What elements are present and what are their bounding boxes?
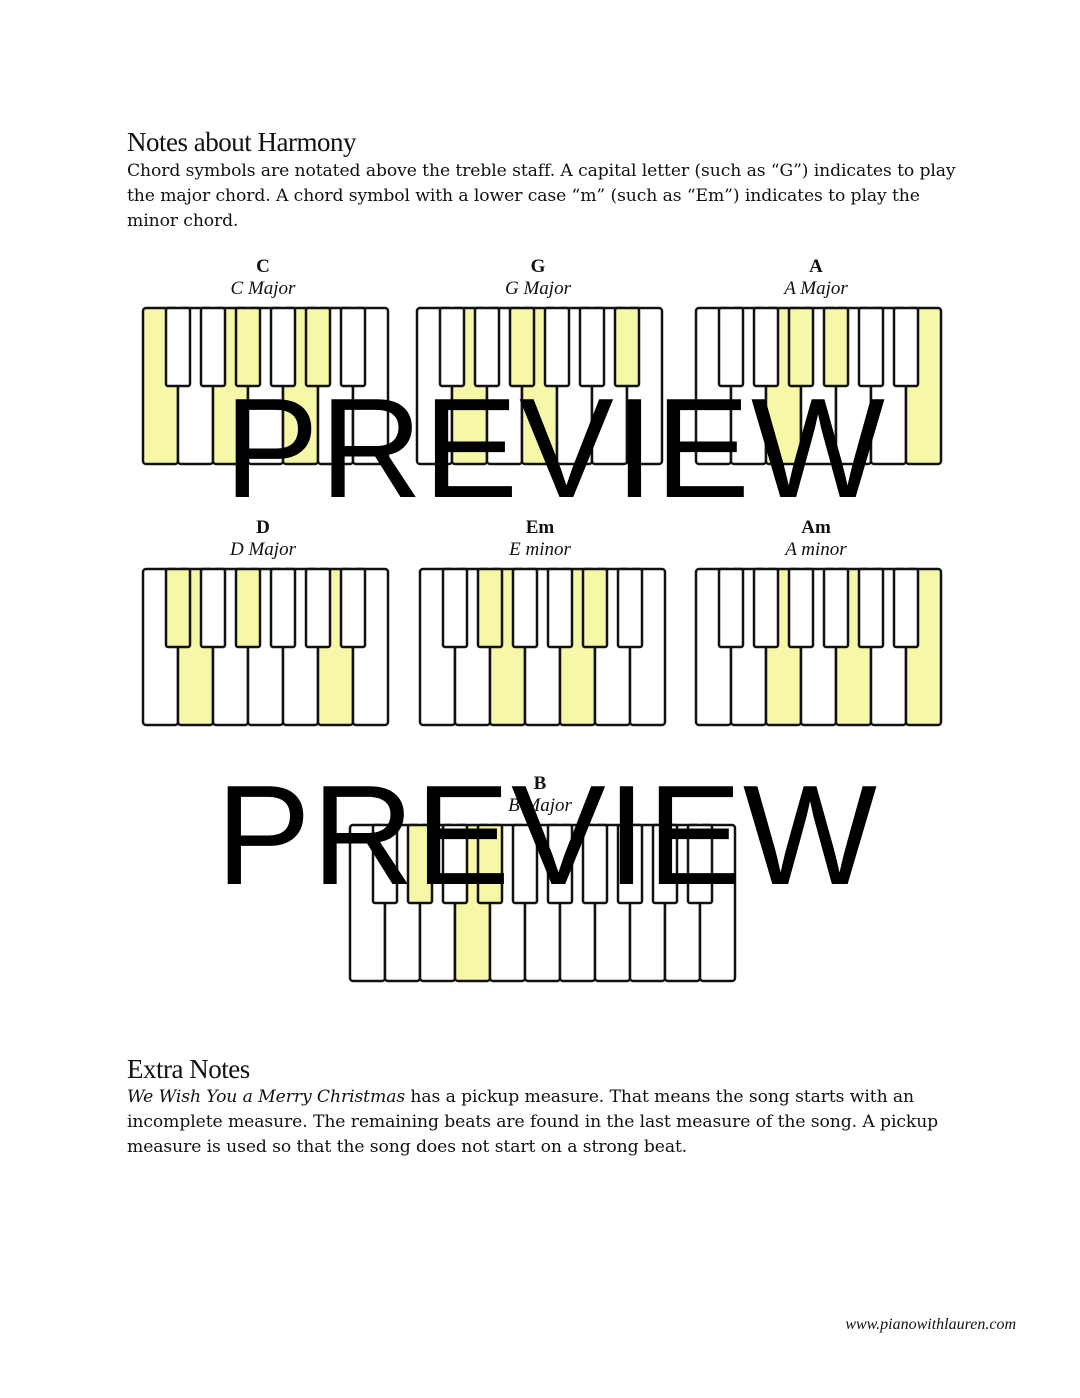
black-key	[752, 306, 780, 388]
black-key	[578, 306, 606, 388]
chord-name: A Major	[784, 278, 848, 299]
black-key	[511, 567, 539, 649]
black-key	[199, 306, 227, 388]
extra-heading: Extra Notes	[127, 1054, 250, 1084]
black-key	[616, 567, 644, 649]
black-key	[476, 823, 504, 905]
black-key	[339, 306, 367, 388]
black-key	[581, 567, 609, 649]
black-key	[406, 823, 434, 905]
black-key	[752, 567, 780, 649]
chord-symbol: A	[809, 256, 823, 277]
black-key	[717, 306, 745, 388]
piano-keys	[418, 567, 667, 727]
footer-url: www.pianowithlauren.com	[845, 1316, 1016, 1333]
black-key	[438, 306, 466, 388]
piano-keys	[141, 567, 390, 727]
chord-d: D D Major	[133, 517, 393, 563]
black-key	[686, 823, 714, 905]
piano-keys	[694, 567, 943, 727]
black-key	[892, 567, 920, 649]
chord-g: G G Major	[408, 256, 668, 302]
keyboard-b	[348, 823, 737, 983]
black-key	[164, 567, 192, 649]
black-key	[717, 567, 745, 649]
black-key	[441, 567, 469, 649]
chord-name: C Major	[230, 278, 296, 299]
black-key	[613, 306, 641, 388]
chord-name: D Major	[230, 539, 296, 560]
black-key	[822, 306, 850, 388]
black-key	[822, 567, 850, 649]
black-key	[581, 823, 609, 905]
chord-am: Am A minor	[686, 517, 946, 563]
keyboard-a	[694, 306, 943, 466]
black-key	[473, 306, 501, 388]
black-key	[857, 567, 885, 649]
harmony-text: Chord symbols are notated above the treb…	[127, 161, 956, 231]
black-key	[476, 567, 504, 649]
black-key	[339, 567, 367, 649]
chord-symbol: Em	[525, 517, 555, 538]
chord-a: A A Major	[686, 256, 946, 302]
chord-symbol: D	[256, 517, 270, 538]
black-key	[269, 306, 297, 388]
keyboard-d	[141, 567, 390, 727]
chord-c: C C Major	[133, 256, 393, 302]
piano-keys	[348, 823, 737, 983]
keyboard-em	[418, 567, 667, 727]
chord-symbol: B	[533, 773, 547, 794]
keyboard-c	[141, 306, 390, 466]
black-key	[269, 567, 297, 649]
black-key	[234, 306, 262, 388]
black-key	[511, 823, 539, 905]
harmony-heading: Notes about Harmony	[127, 127, 356, 157]
black-key	[199, 567, 227, 649]
song-title: We Wish You a Merry Christmas	[127, 1087, 406, 1107]
black-key	[508, 306, 536, 388]
chord-em: Em E minor	[410, 517, 670, 563]
black-key	[616, 823, 644, 905]
black-key	[787, 306, 815, 388]
chord-symbol: G	[530, 256, 546, 277]
chord-name: A minor	[785, 539, 847, 560]
piano-keys	[694, 306, 943, 466]
extra-body: has a pickup measure. That means the son…	[127, 1087, 939, 1157]
chord-name: E minor	[509, 539, 571, 560]
keyboard-g	[415, 306, 664, 466]
chord-b: B B Major	[410, 773, 670, 819]
black-key	[651, 823, 679, 905]
piano-keys	[141, 306, 390, 466]
black-key	[441, 823, 469, 905]
black-key	[304, 567, 332, 649]
black-key	[857, 306, 885, 388]
chord-symbol: Am	[801, 517, 831, 538]
black-key	[304, 306, 332, 388]
keyboard-am	[694, 567, 943, 727]
black-key	[234, 567, 262, 649]
black-key	[892, 306, 920, 388]
extra-text: We Wish You a Merry Christmas has a pick…	[127, 1085, 957, 1160]
black-key	[164, 306, 192, 388]
piano-keys	[415, 306, 664, 466]
chord-name: B Major	[508, 795, 572, 816]
black-key	[546, 823, 574, 905]
black-key	[543, 306, 571, 388]
chord-symbol: C	[256, 256, 270, 277]
black-key	[546, 567, 574, 649]
chord-name: G Major	[505, 278, 571, 299]
black-key	[371, 823, 399, 905]
black-key	[787, 567, 815, 649]
